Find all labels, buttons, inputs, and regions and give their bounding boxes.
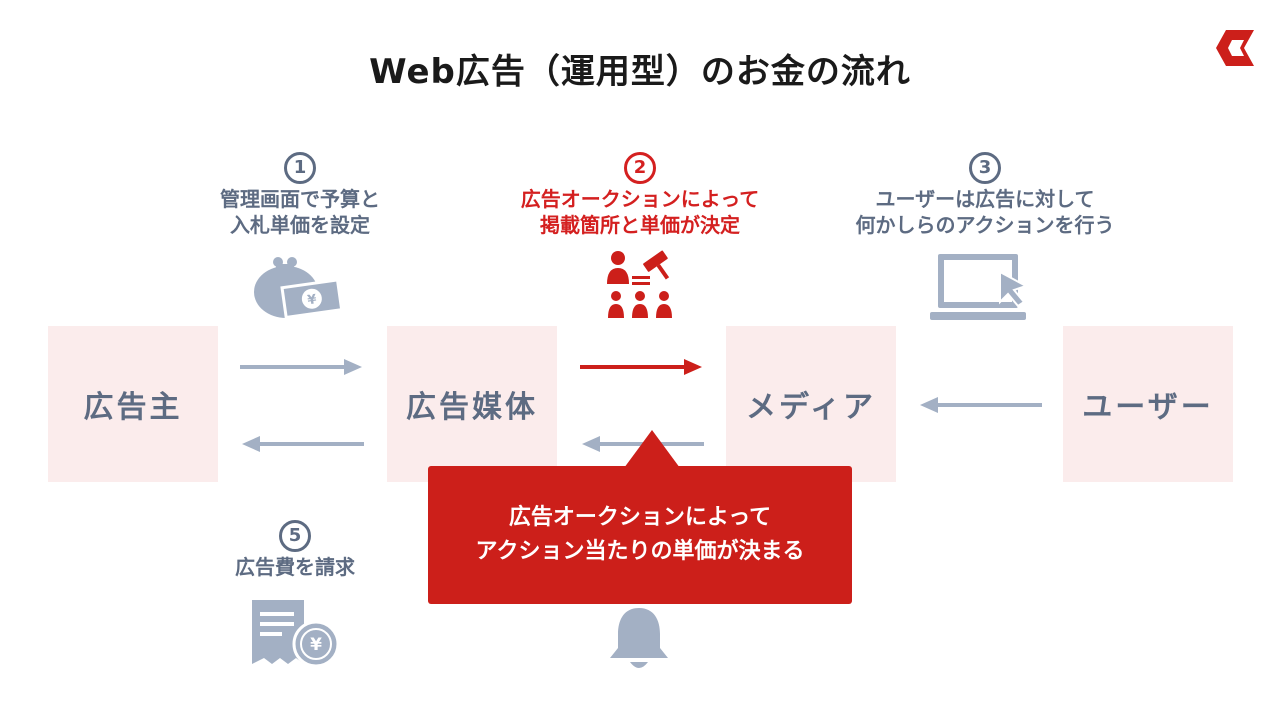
step2-number: 2 — [624, 152, 656, 184]
svg-text:¥: ¥ — [310, 635, 322, 655]
step3-line1: ユーザーは広告に対して — [875, 187, 1095, 211]
step3-number: 3 — [969, 152, 1001, 184]
step1-number: 1 — [284, 152, 316, 184]
arrow-network-to-media — [580, 359, 702, 375]
step3-line2: 何かしらのアクションを行う — [855, 213, 1115, 237]
ad-network-box: 広告媒体 — [387, 326, 557, 482]
purse-money-icon: ¥ — [254, 257, 344, 320]
page-title: Web広告（運用型）のお金の流れ — [369, 52, 911, 92]
user-box: ユーザー — [1063, 326, 1233, 482]
step2-label: 2 広告オークションによって 掲載箇所と単価が決定 — [470, 152, 810, 238]
callout-pointer — [624, 430, 680, 468]
step1-line2: 入札単価を設定 — [230, 213, 370, 237]
laptop-cursor-icon — [930, 254, 1029, 320]
step5-line1: 広告費を請求 — [235, 555, 355, 579]
auction-callout: 広告オークションによって アクション当たりの単価が決まる — [428, 466, 852, 604]
step1-label: 1 管理画面で予算と 入札単価を設定 — [180, 152, 420, 238]
invoice-yen-icon: ¥ — [252, 600, 340, 668]
bell-icon — [610, 608, 668, 668]
step3-label: 3 ユーザーは広告に対して 何かしらのアクションを行う — [820, 152, 1150, 238]
step1-line1: 管理画面で予算と — [220, 187, 380, 211]
advertiser-box: 広告主 — [48, 326, 218, 482]
media-box: メディア — [726, 326, 896, 482]
callout-line1: 広告オークションによって — [508, 505, 772, 530]
svg-text:¥: ¥ — [307, 292, 318, 308]
step5-number: 5 — [279, 520, 311, 552]
step2-line1: 広告オークションによって — [520, 187, 760, 211]
auction-icon — [607, 250, 672, 318]
brand-logo-icon — [1216, 30, 1254, 66]
arrow-network-to-advertiser — [242, 436, 364, 452]
arrow-user-to-media — [920, 397, 1042, 413]
step2-line2: 掲載箇所と単価が決定 — [540, 213, 740, 237]
callout-line2: アクション当たりの単価が決まる — [475, 539, 805, 564]
arrow-advertiser-to-network — [240, 359, 362, 375]
step5-label: 5 広告費を請求 — [180, 520, 410, 580]
